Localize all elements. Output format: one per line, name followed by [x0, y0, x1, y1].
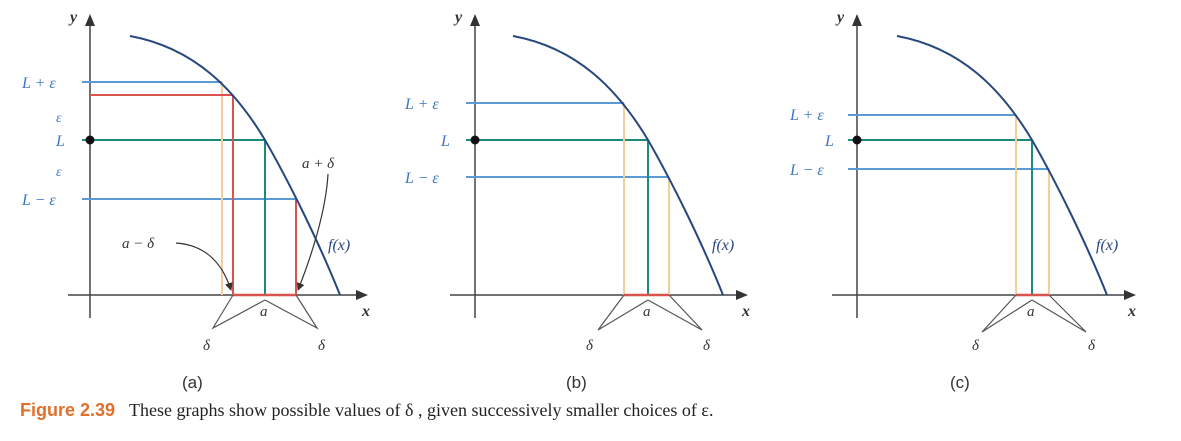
figure-number: Figure 2.39 [20, 400, 116, 420]
panel-a: y x L + ε ε L ε L − ε a − δ a + δ f(x) a [21, 9, 370, 392]
a-plus-delta-pointer [296, 173, 329, 291]
x-axis-label: x [741, 303, 750, 320]
y-axis-label: y [835, 9, 845, 26]
l-label: L [824, 133, 834, 150]
point-a-label: a [643, 304, 651, 320]
right-delta-label: δ [703, 338, 711, 354]
left-delta-label: δ [972, 338, 980, 354]
function-curve [512, 35, 724, 296]
x-axis-arrow [1124, 290, 1136, 300]
function-curve [896, 35, 1108, 296]
a-minus-delta-pointer [175, 242, 233, 291]
a-minus-delta-label: a − δ [122, 236, 155, 252]
left-delta-bracket [597, 294, 649, 331]
right-delta-bracket [264, 294, 319, 330]
panel-b-sublabel: (b) [566, 373, 587, 392]
function-curve [129, 35, 341, 296]
right-delta-bracket [647, 294, 703, 331]
figure-caption: Figure 2.39 These graphs show possible va… [20, 400, 713, 421]
caption-text: These graphs show possible values of δ ,… [129, 400, 714, 420]
right-delta-label: δ [1088, 338, 1096, 354]
point-a-label: a [260, 304, 268, 320]
function-label: f(x) [1096, 237, 1118, 254]
l-minus-epsilon-label: L − ε [789, 162, 824, 179]
x-axis-label: x [1127, 303, 1136, 320]
function-label: f(x) [328, 237, 350, 254]
left-delta-bracket [981, 294, 1033, 333]
l-point [852, 135, 862, 145]
left-delta-label: δ [586, 338, 594, 354]
panel-b: y x L + ε L L − ε f(x) a δ δ (b) [404, 9, 750, 392]
function-label: f(x) [712, 237, 734, 254]
l-point [470, 135, 480, 145]
x-axis-arrow [356, 290, 368, 300]
panel-c: y x L + ε L L − ε f(x) a δ δ (c) [789, 9, 1136, 392]
y-axis-arrow [85, 14, 95, 26]
panel-a-sublabel: (a) [182, 373, 203, 392]
point-a-label: a [1027, 304, 1035, 320]
right-delta-label: δ [318, 338, 326, 354]
epsilon-label-lower: ε [56, 165, 62, 180]
left-delta-label: δ [203, 338, 211, 354]
x-axis-label: x [361, 303, 370, 320]
l-plus-epsilon-label: L + ε [789, 107, 824, 124]
l-label: L [55, 133, 65, 150]
l-label: L [440, 133, 450, 150]
epsilon-label-upper: ε [56, 111, 62, 126]
a-plus-delta-label: a + δ [302, 156, 335, 172]
l-plus-epsilon-label: L + ε [404, 96, 439, 113]
l-minus-epsilon-label: L − ε [21, 192, 56, 209]
y-axis-arrow [470, 14, 480, 26]
l-point [85, 135, 95, 145]
y-axis-label: y [68, 9, 78, 26]
left-delta-bracket [211, 294, 266, 330]
right-delta-bracket [1031, 294, 1087, 333]
x-axis-arrow [736, 290, 748, 300]
l-minus-epsilon-label: L − ε [404, 170, 439, 187]
y-axis-label: y [453, 9, 463, 26]
y-axis-arrow [852, 14, 862, 26]
l-plus-epsilon-label: L + ε [21, 75, 56, 92]
panel-c-sublabel: (c) [950, 373, 970, 392]
